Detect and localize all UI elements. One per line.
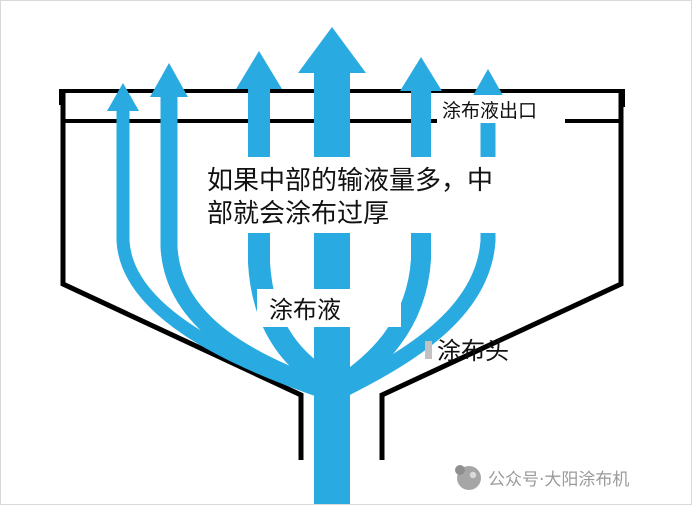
arrowhead-center — [298, 27, 366, 73]
watermark-logo — [455, 465, 481, 490]
outlet-label: 涂布液出口 — [442, 100, 537, 122]
liquid-label: 涂布液 — [269, 296, 341, 324]
arrowhead-right-outer — [471, 69, 505, 99]
note-line-2: 部就会涂布过厚 — [207, 199, 389, 229]
arrowhead-left-mid — [150, 63, 188, 97]
watermark-logo-ear — [455, 465, 465, 475]
die-right-wall — [379, 89, 624, 460]
note-line-1: 如果中部的输液量多，中 — [207, 166, 493, 196]
flow-branch-left-mid — [160, 95, 334, 400]
flow-branch-right-inner — [333, 89, 431, 396]
arrowhead-left-outer — [107, 83, 139, 111]
arrowhead-left-inner — [236, 51, 282, 89]
watermark-label: 公众号·大阳涂布机 — [488, 470, 629, 490]
head-label-mark — [425, 341, 432, 359]
flow-branch-right-outer — [337, 97, 496, 398]
note-box — [197, 157, 525, 233]
arrowhead-right-inner — [400, 57, 442, 91]
flow-branch-left-inner — [248, 87, 339, 395]
die-left-wall — [60, 89, 304, 460]
head-label: 涂布头 — [437, 337, 509, 365]
watermark-logo-eye — [469, 471, 477, 479]
liquid-label-box — [257, 289, 401, 327]
outlet-label-box — [437, 95, 565, 123]
